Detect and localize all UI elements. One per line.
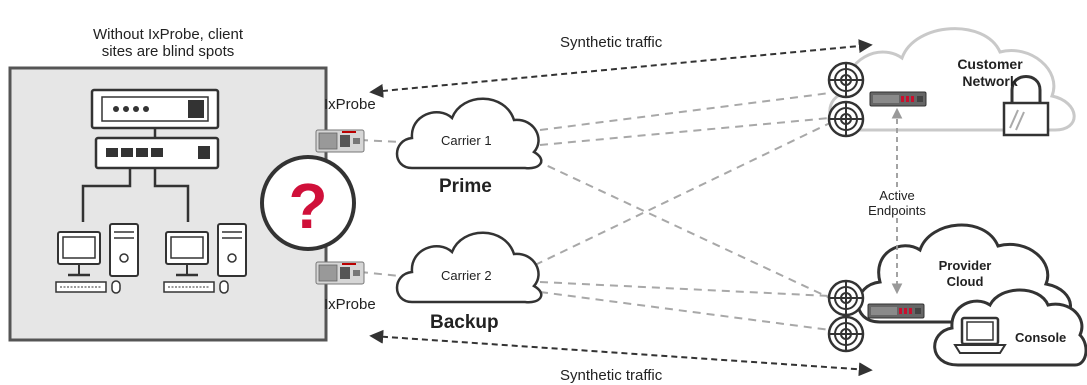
target-endpoint-icon bbox=[827, 100, 865, 138]
console-label: Console bbox=[1015, 330, 1067, 345]
prime-label: Prime bbox=[439, 176, 492, 197]
carrier-label: Carrier 1 bbox=[441, 133, 492, 148]
dashed-connections bbox=[359, 92, 831, 331]
target-endpoint-icon bbox=[827, 279, 865, 317]
rack-appliance-icon bbox=[869, 91, 927, 107]
ixprobe-label: IxProbe bbox=[324, 296, 376, 313]
blind-spots-caption: Without IxProbe, client sites are blind … bbox=[92, 26, 244, 60]
target-endpoint-icon bbox=[827, 61, 865, 99]
provider-cloud-label: Provider Cloud bbox=[938, 258, 992, 289]
carrier-label: Carrier 2 bbox=[441, 268, 492, 283]
active-endpoints-label: Active Endpoints bbox=[855, 188, 939, 218]
synthetic-traffic-arrow-bottom bbox=[369, 329, 873, 377]
synthetic-traffic-label: Synthetic traffic bbox=[560, 367, 663, 384]
cloud-icon bbox=[395, 231, 543, 304]
rack-appliance-icon bbox=[867, 303, 925, 319]
server-icon bbox=[90, 88, 220, 130]
target-endpoint-icon bbox=[827, 315, 865, 353]
ixprobe-device-icon bbox=[315, 129, 365, 153]
cloud-icon bbox=[395, 97, 543, 170]
switch-icon bbox=[94, 136, 220, 170]
ixprobe-label: IxProbe bbox=[324, 96, 376, 113]
ixprobe-device-icon bbox=[315, 261, 365, 285]
question-circle-icon: ? bbox=[260, 155, 356, 251]
svg-text:?: ? bbox=[288, 170, 327, 242]
lock-icon bbox=[1002, 75, 1050, 137]
customer-network-label: Customer Network bbox=[957, 56, 1023, 89]
laptop-icon bbox=[953, 316, 1007, 354]
synthetic-traffic-label: Synthetic traffic bbox=[560, 34, 663, 51]
synthetic-traffic-arrow-top bbox=[369, 39, 873, 98]
backup-label: Backup bbox=[430, 312, 499, 333]
